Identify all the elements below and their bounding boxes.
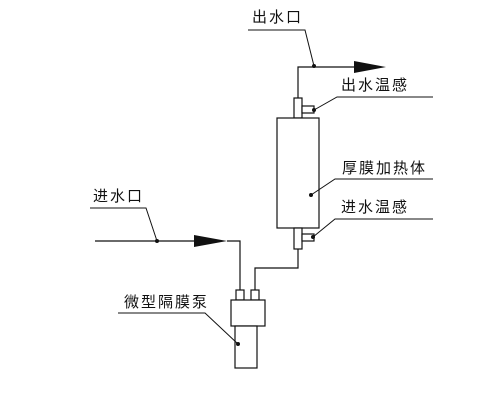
pump-label: 微型隔膜泵: [124, 293, 209, 311]
outlet-label: 出水口: [252, 8, 303, 26]
inlet-sensor-leader-dot: [311, 235, 315, 239]
inlet-flow-arrow: [194, 235, 227, 247]
inlet-leader-line: [90, 207, 158, 242]
heater-leader-dot: [309, 193, 313, 197]
heater-leader-line: [310, 178, 433, 196]
outlet-flow-arrow: [354, 61, 386, 73]
pump-leader-dot: [236, 342, 240, 346]
outlet-pipe: [297, 66, 355, 98]
inlet-sensor-fitting: [293, 227, 303, 250]
outlet-leader-line: [248, 29, 315, 67]
outlet-temp-sensor-label: 出水温感: [341, 76, 409, 94]
heater-label: 厚膜加热体: [342, 159, 427, 177]
diaphragm-pump-head: [230, 299, 266, 327]
pump-outlet-port: [250, 289, 260, 301]
thick-film-heater: [276, 117, 320, 229]
inlet-pipe-down: [227, 240, 241, 290]
inlet-label: 进水口: [93, 187, 144, 205]
diaphragm-pump-motor: [234, 325, 258, 369]
pump-to-heater-pipe: [254, 249, 299, 290]
outlet-sensor-fitting: [293, 97, 303, 119]
inlet-sensor-leader-line: [312, 218, 433, 238]
pump-inlet-port: [235, 289, 245, 301]
outlet-sensor-leader-line: [313, 96, 433, 111]
outlet-sensor-leader-dot: [312, 108, 316, 112]
inlet-temp-sensor-label: 进水温感: [341, 198, 409, 216]
pump-leader-line: [118, 312, 239, 345]
